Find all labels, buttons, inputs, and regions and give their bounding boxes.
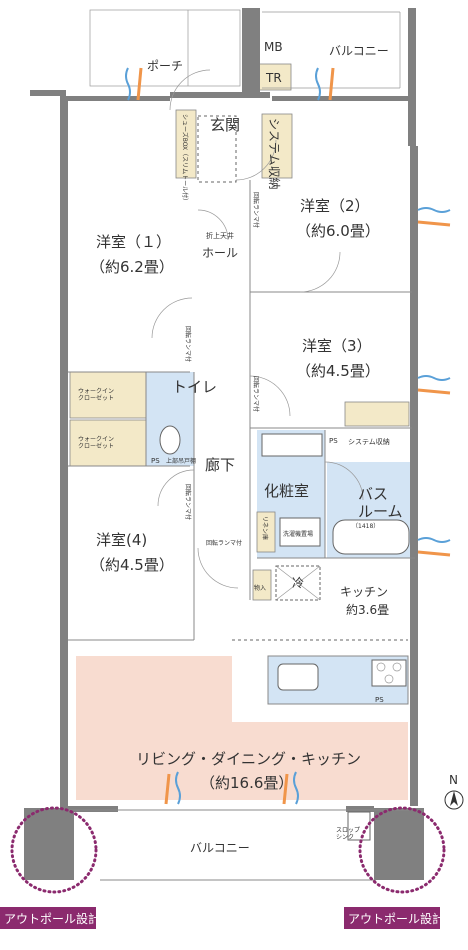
ceiling-outline — [197, 115, 237, 183]
mb-label: MB — [264, 40, 283, 54]
kitchen-name: キッチン — [340, 585, 388, 599]
outpole-circle-right — [358, 806, 446, 894]
toilet-label: トイレ — [172, 378, 217, 396]
door-note-2: 回転ランマ付 — [184, 326, 192, 362]
balcony-bottom-label: バルコニー — [190, 841, 250, 855]
laundry-label: 洗濯機置場 — [283, 530, 313, 538]
system-storage-v-label: システム収納 — [267, 118, 281, 190]
bath-label: バスルーム — [358, 485, 403, 520]
shoebox-area — [175, 109, 197, 179]
north-label: N — [449, 773, 458, 787]
system-storage-vertical — [261, 113, 293, 179]
linen-label: リネン庫 — [261, 516, 269, 540]
north-arrow: N — [444, 773, 464, 810]
cold-label: 冷 — [292, 576, 304, 590]
door-note-5: 回転ランマ付 — [206, 539, 242, 547]
outpole-badge-left — [0, 907, 96, 929]
outpole-badge-right-text: アウトポール設計 — [348, 911, 444, 926]
ldk-size: （約16.6畳） — [200, 774, 293, 792]
bed1-size: （約6.2畳） — [90, 258, 174, 276]
partitions — [68, 180, 415, 881]
bed1-name: 洋室（１） — [96, 233, 171, 251]
bed4-name: 洋室(4) — [96, 531, 147, 549]
bath-size: （1418） — [352, 523, 379, 530]
washbasin — [261, 433, 323, 457]
walkin1-label: ウォークインクローゼット — [78, 387, 114, 402]
bathtub — [332, 519, 410, 555]
bed2-size: （約6.0畳） — [296, 222, 380, 240]
fridge-space — [275, 565, 321, 601]
ldk-name: リビング・ダイニング・キッチン — [136, 750, 361, 768]
storage-closet — [252, 569, 272, 601]
bed2-name: 洋室（2） — [300, 197, 370, 215]
door-note-4: 回転ランマ付 — [184, 484, 192, 520]
bed3-size: （約4.5畳） — [296, 362, 380, 380]
ps-label-kitchen: PS — [375, 696, 384, 704]
shoebox-label: シューズBOX（スリムトール付） — [181, 114, 189, 204]
slop-sink-label: スロップシンク — [336, 827, 360, 841]
hall-label: ホール — [202, 246, 238, 260]
ldk-floor — [76, 656, 408, 800]
fridge-cross-2 — [275, 565, 321, 601]
door-note-3: 回転ランマ付 — [252, 376, 260, 412]
porch-label: ポーチ — [147, 59, 183, 73]
entrance-label: 玄関 — [210, 116, 240, 134]
airflow-marks — [125, 67, 451, 805]
bed3-name: 洋室（3） — [302, 337, 372, 355]
tr-box — [256, 63, 292, 91]
ceiling-label: 折上天井 — [206, 231, 234, 240]
burner-3 — [384, 674, 394, 684]
toilet-bowl — [159, 425, 181, 455]
walkin-closet-1 — [69, 371, 147, 419]
burner-1 — [376, 662, 386, 672]
ps-label-toilet: PS — [151, 457, 160, 465]
tr-label: TR — [265, 71, 282, 85]
corridor-label: 廊下 — [205, 456, 235, 474]
storage-label: 物入 — [254, 584, 266, 592]
burner-2 — [392, 662, 402, 672]
kitchen-size: 約3.6畳 — [346, 602, 389, 617]
kitchen-sink — [277, 663, 319, 691]
cooktop — [371, 659, 407, 687]
ps-label-bath: PS — [329, 437, 338, 445]
laundry-space — [279, 517, 321, 547]
door-note-1: 回転ランマ付 — [252, 192, 260, 228]
walkin2-label: ウォークインクローゼット — [78, 435, 114, 450]
outpole-badge-right — [344, 907, 440, 929]
system-storage-label: システム収納 — [348, 437, 390, 446]
balcony-top-label: バルコニー — [329, 44, 389, 58]
door-swings — [151, 69, 364, 589]
toilet-shelf-label: 上部吊戸棚 — [166, 457, 196, 465]
linen-closet — [256, 511, 276, 553]
powder-label: 化粧室 — [264, 482, 309, 500]
outpole-circle-left — [10, 806, 98, 894]
walls — [24, 8, 424, 880]
system-storage-horizontal — [344, 401, 410, 427]
bed4-size: （約4.5畳） — [90, 556, 174, 574]
outpole-badge-left-text: アウトポール設計 — [4, 911, 100, 926]
